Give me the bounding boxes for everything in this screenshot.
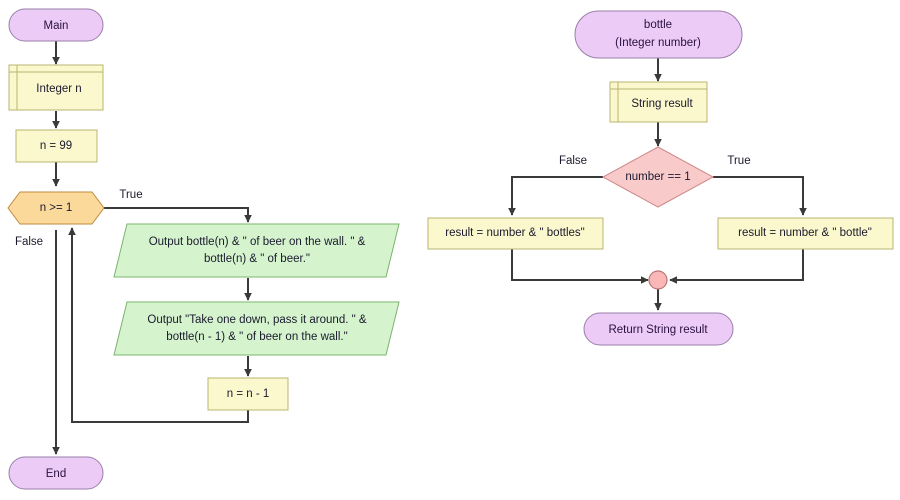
node-main-end[interactable]: End (8, 456, 104, 490)
node-declare-n[interactable]: Integer n (8, 64, 104, 111)
node-label-output-1-line-1: Output bottle(n) & " of beer on the wall… (149, 236, 366, 248)
edge-label-loop-true: True (119, 189, 142, 201)
node-decrement[interactable]: n = n - 1 (207, 377, 289, 411)
node-label-output-1-line-2: bottle(n) & " of beer." (204, 253, 310, 265)
node-loop-condition[interactable]: n >= 1 (7, 191, 105, 225)
diamond-shape-bottle-condition (601, 146, 715, 208)
node-bottle-condition[interactable]: number == 1 (601, 146, 715, 208)
node-bottle-start[interactable]: bottle (Integer number) (574, 10, 743, 59)
node-merge-point[interactable] (648, 270, 668, 290)
node-label-output-2-line-2: bottle(n - 1) & " of beer on the wall." (166, 331, 347, 343)
node-label-declare-result: String result (631, 98, 693, 110)
process-shape-result-plural (427, 217, 604, 250)
node-label-loop-condition: n >= 1 (40, 202, 73, 214)
node-return[interactable]: Return String result (583, 312, 734, 346)
merge-circle-shape (648, 270, 668, 290)
node-result-plural[interactable]: result = number & " bottles" (427, 217, 604, 250)
terminator-shape-main (8, 8, 104, 42)
connector-true-to-singular (713, 176, 807, 216)
main-flow-group: Main Integer n n = 99 n >= 1 True False … (7, 8, 400, 490)
node-label-declare-n: Integer n (36, 83, 81, 95)
process-shape-assign-n (15, 129, 98, 163)
node-label-result-plural: result = number & " bottles" (445, 227, 585, 239)
connector-true-to-output1 (104, 207, 252, 223)
bottle-flow-group: bottle (Integer number) String result nu… (427, 10, 894, 346)
terminator-shape-end (8, 456, 104, 490)
node-main-start[interactable]: Main (8, 8, 104, 42)
node-label-bottle-line-1: bottle (644, 19, 672, 31)
terminator-shape-bottle (574, 10, 743, 59)
process-shape-result-singular (717, 217, 894, 250)
hexagon-shape-loop-condition (7, 191, 105, 225)
io-shape-output-2 (113, 301, 400, 356)
node-label-assign-n: n = 99 (40, 140, 72, 152)
edge-label-loop-false: False (15, 236, 43, 248)
node-label-bottle-condition: number == 1 (625, 171, 690, 183)
node-label-main: Main (44, 20, 69, 32)
connector-loop-back (68, 227, 249, 423)
connector-false-to-plural (508, 176, 603, 216)
node-assign-n[interactable]: n = 99 (15, 129, 98, 163)
node-label-end: End (46, 468, 66, 480)
io-shape-output-1 (113, 223, 400, 278)
node-label-return: Return String result (608, 324, 708, 336)
node-result-singular[interactable]: result = number & " bottle" (717, 217, 894, 250)
node-label-output-2-line-1: Output "Take one down, pass it around. "… (147, 314, 366, 326)
connector-singular-to-merge (669, 249, 804, 284)
node-output-2[interactable]: Output "Take one down, pass it around. "… (113, 301, 400, 356)
node-label-bottle-line-2: (Integer number) (615, 37, 701, 49)
connector-plural-to-merge (511, 249, 649, 284)
edge-label-cond-false: False (559, 155, 587, 167)
node-declare-result[interactable]: String result (609, 81, 708, 123)
edge-label-cond-true: True (727, 155, 750, 167)
process-shape-decrement (207, 377, 289, 411)
terminator-shape-return (583, 312, 734, 346)
node-label-result-singular: result = number & " bottle" (738, 227, 872, 239)
node-output-1[interactable]: Output bottle(n) & " of beer on the wall… (113, 223, 400, 278)
node-label-decrement: n = n - 1 (227, 388, 270, 400)
